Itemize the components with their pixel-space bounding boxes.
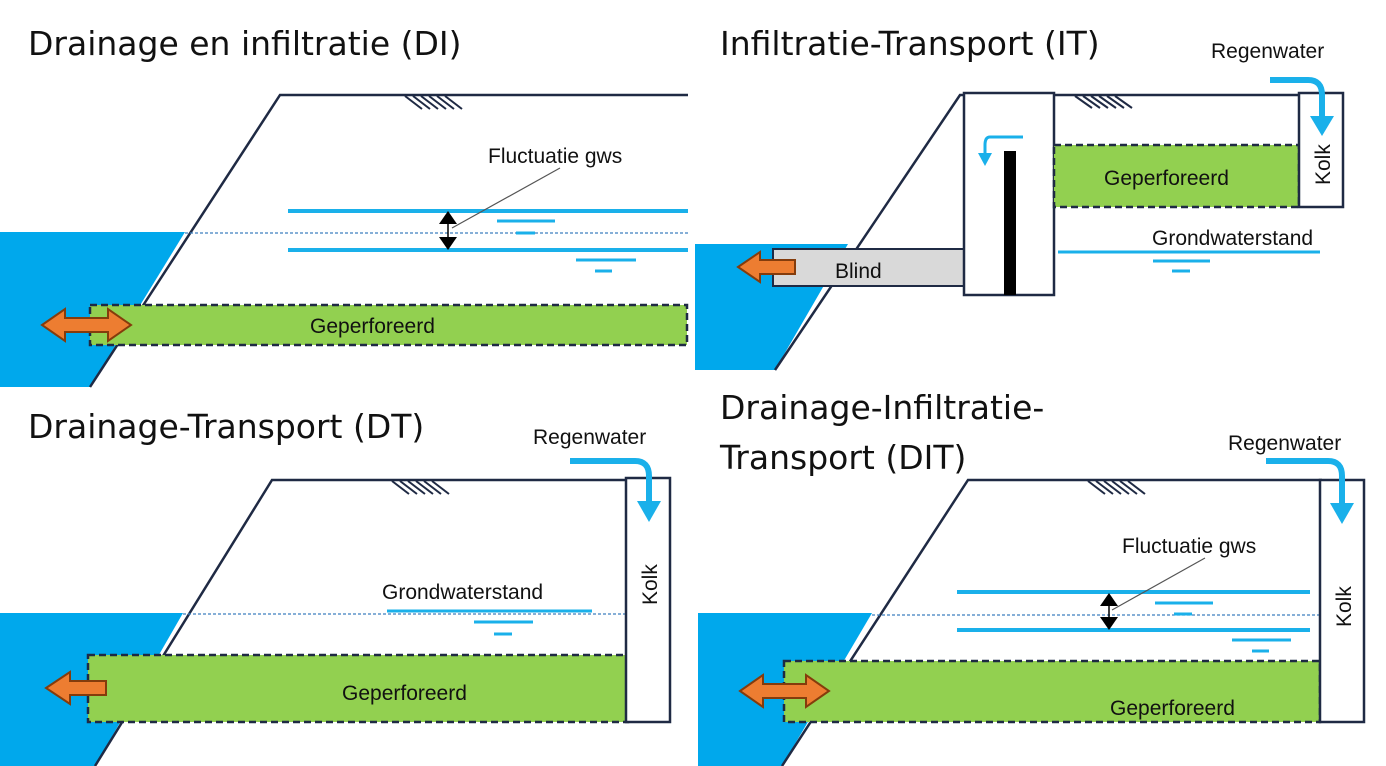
groundwater-label: Grondwaterstand xyxy=(1152,227,1313,250)
blind-label: Blind xyxy=(835,260,882,283)
callout-line xyxy=(451,167,561,229)
panel-title: Infiltratie-Transport (IT) xyxy=(720,24,1100,63)
panel-dit: Drainage-Infiltratie- Transport (DIT) Fl… xyxy=(698,388,1366,766)
perforated-drain xyxy=(1052,143,1301,209)
panel-title: Drainage-Transport (DT) xyxy=(28,407,424,446)
rain-label: Regenwater xyxy=(1228,432,1341,455)
panel-title: Drainage en infiltratie (DI) xyxy=(28,24,462,63)
outflow-arrow-icon xyxy=(44,670,107,706)
panel-title-line1: Drainage-Infiltratie- xyxy=(720,388,1044,427)
kolk-label: Kolk xyxy=(1312,144,1335,185)
perforated-drain xyxy=(88,303,689,347)
embankment-outline xyxy=(88,93,688,388)
double-arrow-icon xyxy=(738,673,831,709)
fluctuation-label: Fluctuatie gws xyxy=(1122,535,1256,558)
panel-it: Infiltratie-Transport (IT) Blind Geperfo… xyxy=(695,24,1345,371)
drain-label: Geperforeerd xyxy=(310,315,435,338)
rain-label: Regenwater xyxy=(533,426,646,449)
outflow-arrow-icon xyxy=(736,250,796,284)
perforated-drain xyxy=(782,659,1322,724)
groundwater-levels xyxy=(185,209,688,273)
drain-label: Geperforeerd xyxy=(1110,697,1235,720)
drain-label: Geperforeerd xyxy=(342,682,467,705)
fluctuation-label: Fluctuatie gws xyxy=(488,145,622,168)
kolk-label: Kolk xyxy=(1333,586,1356,627)
callout-line xyxy=(1111,557,1206,611)
panel-di: Drainage en infiltratie (DI) Fluc xyxy=(0,24,689,388)
ground-hatch-icon xyxy=(391,480,450,495)
rain-label: Regenwater xyxy=(1211,40,1324,63)
kolk-label: Kolk xyxy=(639,564,662,605)
rain-arrow-icon xyxy=(570,458,652,503)
drain-label: Geperforeerd xyxy=(1104,167,1229,190)
rain-arrow-icon xyxy=(1266,458,1345,505)
fluctuation-arrow-icon xyxy=(1100,593,1118,630)
overflow-arrow-icon xyxy=(983,135,1023,155)
groundwater-levels xyxy=(872,590,1320,653)
groundwater-label: Grondwaterstand xyxy=(382,581,543,604)
weir-wall xyxy=(1004,151,1016,295)
ground-hatch-icon xyxy=(1074,95,1133,109)
fluctuation-arrow-icon xyxy=(439,211,457,250)
panel-title-line2: Transport (DIT) xyxy=(719,438,966,477)
ground-hatch-icon xyxy=(404,95,463,110)
ground-hatch-icon xyxy=(1087,480,1146,495)
double-arrow-icon xyxy=(40,307,133,343)
panel-dt: Drainage-Transport (DT) Grondwaterstand … xyxy=(0,407,672,766)
rain-arrow-icon xyxy=(1270,77,1325,118)
